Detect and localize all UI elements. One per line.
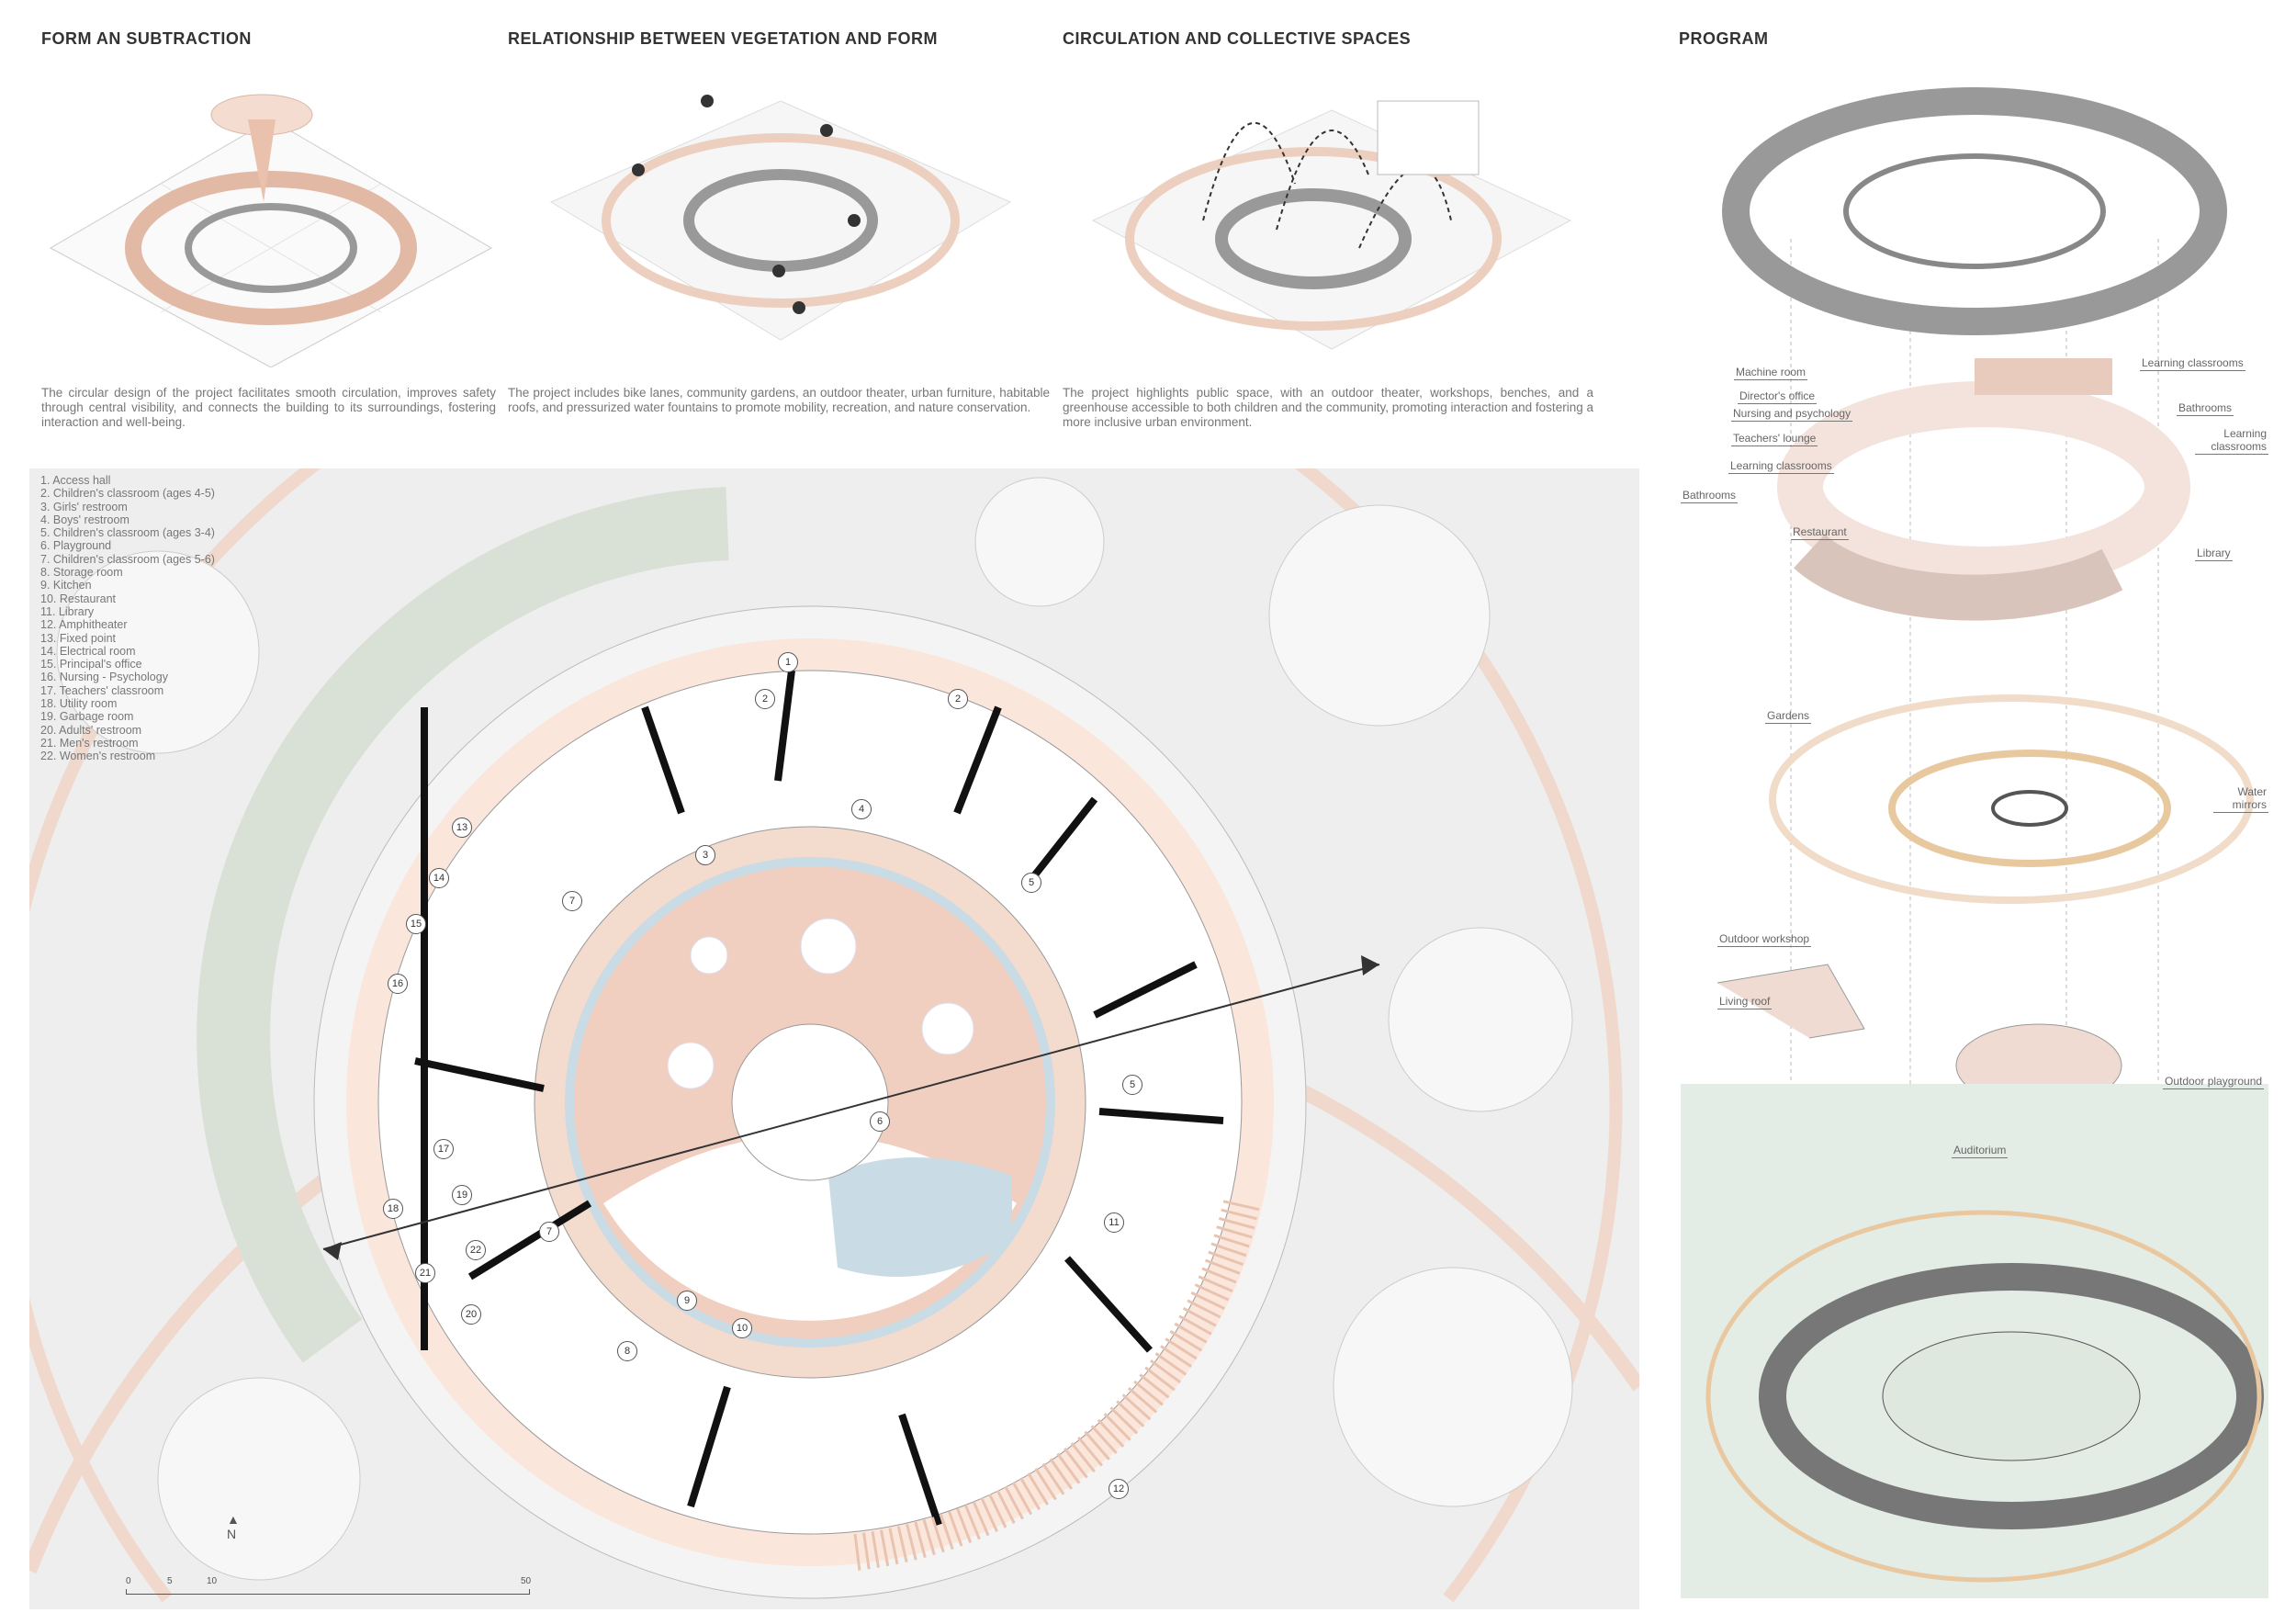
program-label: Outdoor playground (2163, 1075, 2265, 1089)
legend-item: 22. Women's restroom (40, 750, 156, 763)
section-title-program: PROGRAM (1679, 29, 1769, 48)
program-label: Water mirrors (2213, 785, 2268, 813)
circulation-diagram (1091, 100, 1572, 350)
north-arrow: ▲N (227, 1512, 240, 1541)
program-label: Learning classrooms (1728, 459, 1834, 474)
site-plan-drawing (29, 468, 1639, 1603)
legend-item: 20. Adults' restroom (40, 723, 142, 737)
room-marker: 20 (461, 1304, 481, 1325)
room-marker: 3 (695, 845, 715, 865)
program-label: Gardens (1765, 709, 1812, 724)
scale-tick: 10 (207, 1576, 218, 1586)
legend-item: 6. Playground (40, 539, 112, 553)
legend-item: 14. Electrical room (40, 644, 136, 658)
room-marker: 2 (948, 689, 968, 709)
north-arrow-icon: ▲ (227, 1512, 240, 1527)
legend-item: 12. Amphitheater (40, 618, 128, 632)
paragraph-form: The circular design of the project facil… (41, 386, 496, 429)
program-label: Teachers' lounge (1731, 432, 1818, 446)
room-marker: 21 (415, 1263, 435, 1283)
room-marker: 7 (539, 1222, 559, 1242)
program-label: Director's office (1738, 389, 1818, 404)
scale-tick: 0 (126, 1576, 131, 1586)
room-marker: 19 (452, 1185, 472, 1205)
legend-item: 16. Nursing - Psychology (40, 671, 168, 684)
legend-item: 5. Children's classroom (ages 3-4) (40, 526, 215, 540)
legend-item: 9. Kitchen (40, 579, 92, 592)
room-marker: 2 (755, 689, 775, 709)
program-label: Restaurant (1791, 525, 1849, 540)
section-title-circulation: CIRCULATION AND COLLECTIVE SPACES (1063, 29, 1412, 48)
north-label: N (227, 1527, 237, 1541)
program-label: Learning classrooms (2140, 356, 2245, 371)
legend-item: 4. Boys' restroom (40, 513, 129, 526)
program-label: Library (2195, 547, 2233, 561)
program-axonometric: Machine room Director's office Nursing a… (1681, 55, 2296, 1617)
legend-item: 1. Access hall (40, 474, 111, 487)
paragraph-circulation: The project highlights public space, wit… (1063, 386, 1593, 429)
room-marker: 1 (778, 652, 798, 672)
room-marker: 12 (1109, 1479, 1129, 1499)
program-label: Living roof (1717, 995, 1773, 1009)
program-label: Learning classrooms (2195, 427, 2268, 455)
program-label: Machine room (1734, 366, 1808, 380)
program-drawing (1681, 87, 2268, 1598)
program-label: Bathrooms (2177, 401, 2234, 416)
room-marker: 11 (1104, 1212, 1124, 1233)
legend-item: 3. Girls' restroom (40, 500, 128, 513)
room-marker: 9 (677, 1291, 697, 1311)
program-label: Nursing and psychology (1731, 407, 1853, 422)
legend-item: 13. Fixed point (40, 631, 116, 645)
room-marker: 18 (383, 1199, 403, 1219)
legend-item: 19. Garbage room (40, 710, 134, 724)
section-title-form: FORM AN SUBTRACTION (41, 29, 252, 48)
legend-item: 7. Children's classroom (ages 5-6) (40, 552, 215, 566)
subtraction-diagram (49, 94, 493, 367)
program-label: Bathrooms (1681, 489, 1739, 503)
room-marker: 8 (617, 1341, 637, 1361)
scale-tick: 5 (167, 1576, 173, 1586)
program-label: Auditorium (1952, 1144, 2009, 1158)
room-marker: 10 (732, 1318, 752, 1338)
paragraph-vegetation: The project includes bike lanes, communi… (508, 386, 1050, 414)
room-marker: 7 (562, 891, 582, 911)
scale-tick: 50 (521, 1576, 532, 1586)
legend-item: 21. Men's restroom (40, 736, 139, 750)
room-marker: 5 (1122, 1075, 1142, 1095)
room-marker: 16 (388, 974, 408, 994)
legend-item: 10. Restaurant (40, 592, 116, 605)
program-label: Outdoor workshop (1717, 932, 1812, 947)
legend-item: 8. Storage room (40, 566, 123, 580)
room-marker: 5 (1021, 873, 1041, 893)
legend-item: 2. Children's classroom (ages 4-5) (40, 487, 215, 501)
legend-item: 11. Library (40, 604, 95, 618)
room-marker: 15 (406, 914, 426, 934)
room-marker: 14 (429, 868, 449, 888)
legend-item: 17. Teachers' classroom (40, 683, 164, 697)
room-marker: 13 (452, 818, 472, 838)
legend-item: 15. Principal's office (40, 658, 142, 671)
section-title-vegetation: RELATIONSHIP BETWEEN VEGETATION AND FORM (508, 29, 939, 48)
room-marker: 6 (870, 1111, 890, 1132)
scale-bar: ▲N 0 5 10 50 (126, 1512, 531, 1595)
room-marker: 17 (433, 1139, 454, 1159)
room-marker: 22 (466, 1240, 486, 1260)
room-marker: 4 (851, 799, 872, 819)
legend-item: 18. Utility room (40, 697, 118, 711)
vegetation-diagram (549, 95, 1012, 341)
